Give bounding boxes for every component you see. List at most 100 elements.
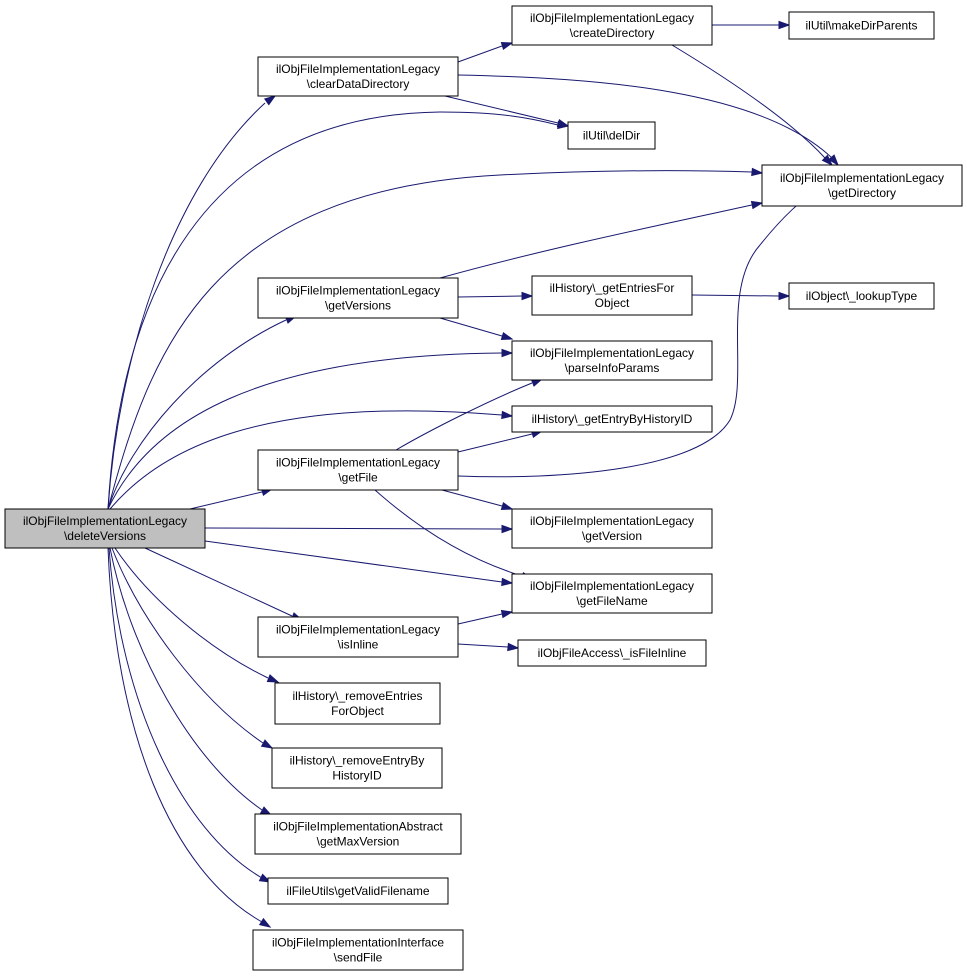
node-label-line: \clearDataDirectory — [307, 77, 410, 91]
node-box — [511, 508, 713, 549]
edge-line — [671, 44, 826, 159]
node-createDirectory[interactable]: ilObjFileImplementationLegacy\createDire… — [511, 5, 713, 46]
node-label-line: ilObjFileImplementationLegacy — [276, 62, 440, 76]
node-delDir[interactable]: ilUtil\delDir — [567, 121, 656, 150]
edge-getVersions-to-getEntriesForObject — [457, 291, 534, 301]
node-getFileName[interactable]: ilObjFileImplementationLegacy\getFileNam… — [511, 573, 713, 614]
node-box — [257, 56, 459, 97]
edge-arrowhead — [258, 917, 272, 928]
edge-line — [204, 527, 503, 530]
edge-deleteVersions-to-getFileName — [204, 540, 514, 587]
edge-arrowhead — [501, 577, 514, 587]
edge-getEntriesForObject-to-lookupType — [691, 291, 791, 301]
edge-line — [109, 547, 263, 811]
node-getVersions[interactable]: ilObjFileImplementationLegacy\getVersion… — [257, 277, 459, 319]
edge-line — [439, 204, 753, 279]
edge-line — [457, 295, 523, 298]
node-label-line: \sendFile — [334, 951, 383, 965]
edge-arrowhead — [501, 348, 514, 358]
node-box — [4, 508, 206, 549]
edge-deleteVersions-to-getFile — [189, 487, 274, 510]
node-makeDirParents[interactable]: ilUtil\makeDirParents — [788, 11, 935, 40]
node-deleteVersions[interactable]: ilObjFileImplementationLegacy\deleteVers… — [4, 508, 206, 549]
node-label-line: \isInline — [338, 638, 379, 652]
node-isInline[interactable]: ilObjFileImplementationLegacy\isInline — [257, 616, 459, 658]
edge-line — [395, 382, 533, 451]
edge-line — [189, 491, 263, 510]
node-lookupType[interactable]: ilObject\_lookupType — [788, 282, 935, 310]
edge-line — [111, 547, 264, 744]
edge-deleteVersions-to-sendFile — [107, 547, 272, 928]
edge-arrowhead — [263, 95, 277, 106]
edge-arrowhead — [500, 41, 514, 51]
edge-arrowhead — [258, 873, 272, 883]
edge-deleteVersions-to-removeEntriesForObject — [114, 547, 280, 683]
node-label-line: ilHistory\_removeEntryBy — [290, 754, 425, 768]
edge-arrowhead — [501, 410, 514, 420]
edge-line — [441, 489, 503, 507]
edge-deleteVersions-to-getVersion — [204, 524, 514, 534]
node-getFile[interactable]: ilObjFileImplementationLegacy\getFile — [257, 449, 459, 491]
node-isFileInline[interactable]: ilObjFileAccess\_isFileInline — [517, 639, 707, 667]
node-clearDataDirectory[interactable]: ilObjFileImplementationLegacy\clearDataD… — [257, 56, 459, 97]
node-getMaxVersion[interactable]: ilObjFileImplementationAbstract\getMaxVe… — [254, 813, 462, 855]
node-label-line: ilObjFileImplementationLegacy — [530, 11, 694, 25]
node-label-line: ilObjFileImplementationInterface — [272, 936, 444, 950]
node-getValidFilename[interactable]: ilFileUtils\getValidFilename — [267, 877, 449, 905]
edge-deleteVersions-to-removeEntryByHistoryID — [111, 547, 274, 749]
edge-line — [107, 170, 753, 510]
edge-line — [374, 489, 523, 577]
node-label-line: \createDirectory — [570, 26, 655, 40]
edge-line — [144, 547, 293, 617]
node-box — [254, 813, 462, 855]
node-box — [257, 277, 459, 319]
node-label-line: ilObjFileImplementationLegacy — [780, 171, 944, 185]
edge-getFile-to-getFileName — [374, 489, 534, 581]
edge-line — [108, 547, 263, 879]
edge-getFile-to-getVersion — [441, 489, 514, 511]
edge-line — [107, 352, 503, 510]
edge-isInline-to-getFileName — [457, 609, 514, 625]
edge-createDirectory-to-getDirectory — [671, 44, 834, 167]
node-label-line: ilObjFileImplementationLegacy — [530, 346, 694, 360]
edge-deleteVersions-to-parseInfoParams — [107, 348, 514, 510]
edge-createDirectory-to-makeDirParents — [712, 20, 791, 30]
node-label-line: ilObjFileImplementationLegacy — [23, 514, 187, 528]
node-box — [252, 929, 464, 971]
node-parseInfoParams[interactable]: ilObjFileImplementationLegacy\parseInfoP… — [511, 340, 713, 381]
node-box — [511, 5, 713, 46]
node-label-line: ilUtil\makeDirParents — [805, 19, 917, 33]
node-label-line: ilObjFileImplementationLegacy — [276, 456, 440, 470]
node-label-line: ilObjFileAccess\_isFileInline — [538, 646, 687, 660]
edge-line — [204, 540, 503, 583]
node-getVersion[interactable]: ilObjFileImplementationLegacy\getVersion — [511, 508, 713, 549]
edge-getVersions-to-parseInfoParams — [439, 317, 514, 341]
edge-arrowhead — [500, 501, 514, 511]
edge-arrowhead — [501, 524, 514, 534]
node-box — [788, 282, 935, 310]
edge-deleteVersions-to-getValidFilename — [108, 547, 272, 883]
node-getDirectory[interactable]: ilObjFileImplementationLegacy\getDirecto… — [761, 164, 963, 207]
node-label-line: \getMaxVersion — [317, 835, 400, 849]
node-label-line: ilHistory\_getEntriesFor — [550, 281, 675, 295]
edge-deleteVersions-to-getEntryByHistoryID — [109, 410, 514, 510]
edge-arrowhead — [778, 291, 791, 301]
node-box — [761, 164, 963, 207]
edge-clearDataDirectory-to-createDirectory — [457, 41, 514, 63]
node-label-line: \getVersion — [582, 529, 642, 543]
node-box — [274, 682, 441, 725]
edge-arrowhead — [507, 642, 520, 652]
node-box — [567, 121, 656, 150]
edge-line — [439, 317, 503, 337]
node-getEntryByHistoryID[interactable]: ilHistory\_getEntryByHistoryID — [511, 405, 713, 433]
node-box — [531, 275, 693, 316]
edge-line — [107, 102, 266, 510]
edge-line — [107, 111, 559, 510]
node-sendFile[interactable]: ilObjFileImplementationInterface\sendFil… — [252, 929, 464, 971]
edge-arrowhead — [827, 154, 839, 167]
node-box — [511, 405, 713, 433]
node-label-line: Object — [595, 296, 630, 310]
